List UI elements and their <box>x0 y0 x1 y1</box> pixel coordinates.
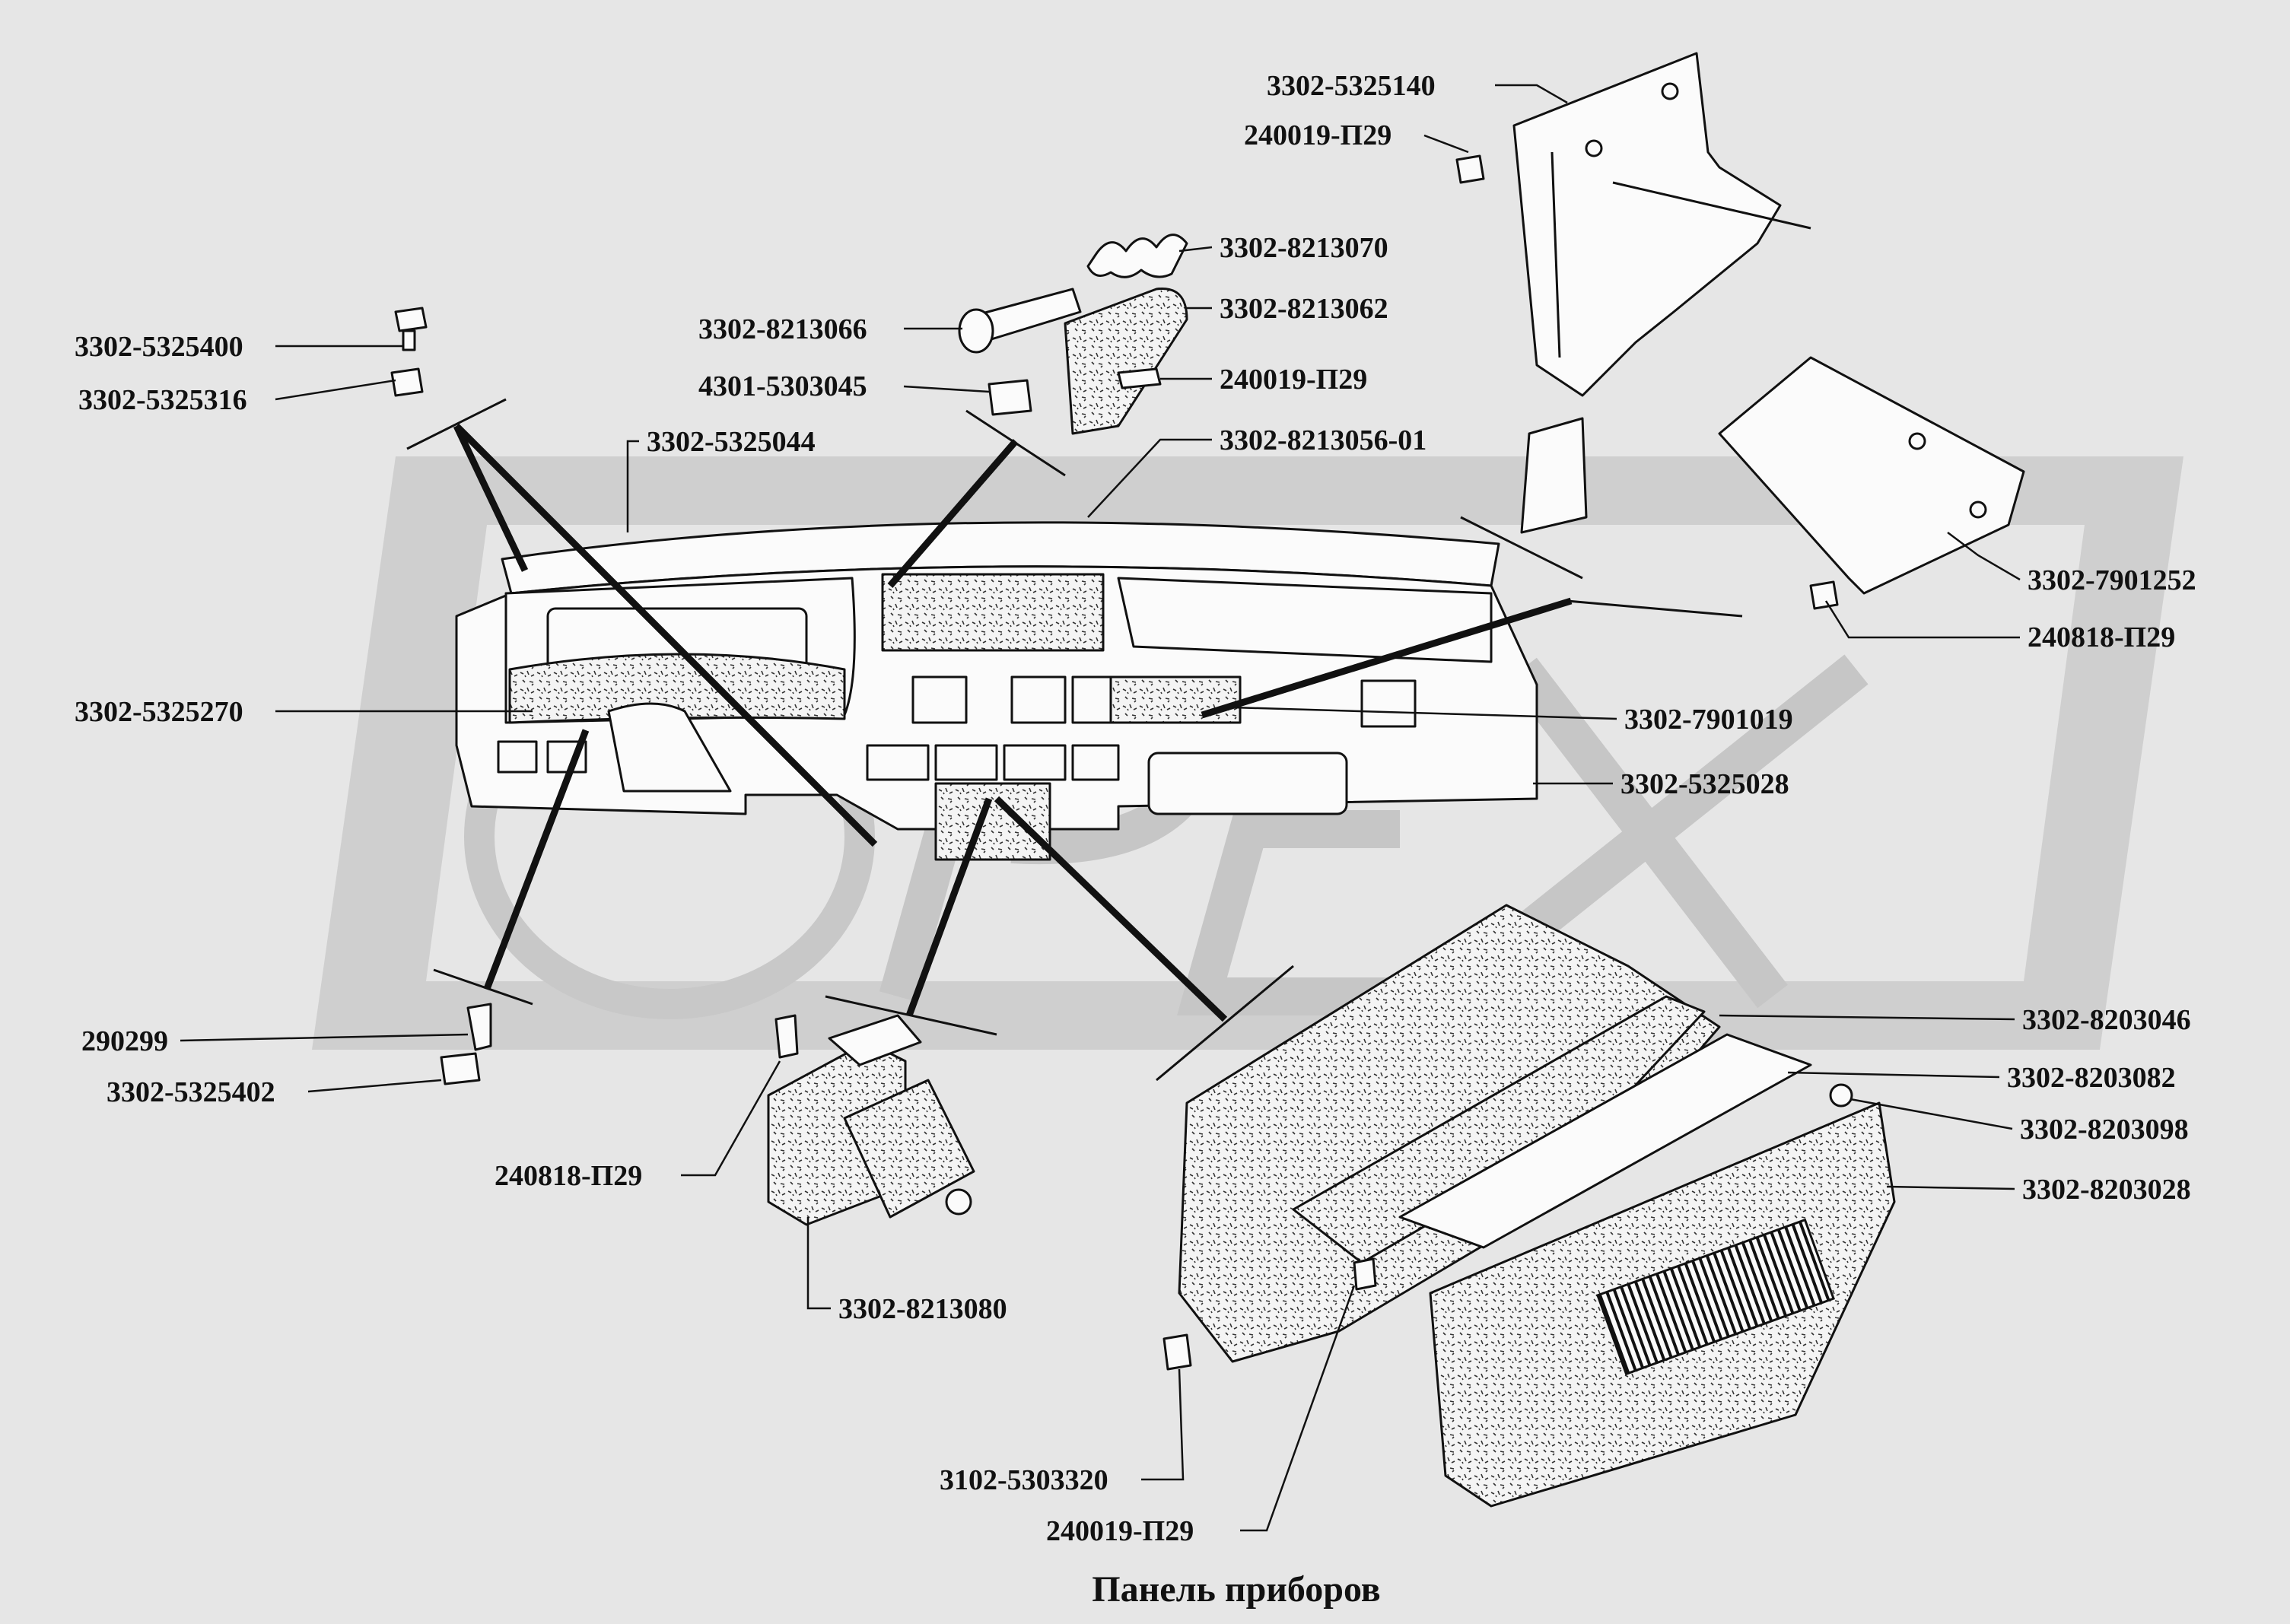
callout-label: 3302-5325028 <box>1620 768 1789 800</box>
lock-3302-8213080 <box>767 1014 975 1226</box>
radio-panel <box>881 573 1105 652</box>
console-pad <box>934 782 1051 861</box>
guide-bold-6 <box>905 797 993 1017</box>
callout-label: 3302-8213070 <box>1220 232 1388 264</box>
lock-top <box>828 1014 922 1066</box>
guide-bold-4 <box>1201 597 1573 719</box>
bracket-assembly <box>1512 52 2025 595</box>
stop-4301-5303045 <box>988 379 1032 416</box>
lock-latch <box>843 1079 975 1219</box>
callout-label: 3302-8213066 <box>698 313 867 345</box>
callout-label: 3102-5303320 <box>940 1464 1108 1496</box>
callout-label: 3302-5325316 <box>78 384 247 416</box>
screw-240818-P29-lock <box>774 1014 799 1059</box>
screw-240019-P29-hinge <box>1117 367 1162 389</box>
bracket-hole-1 <box>1661 82 1679 100</box>
bolt-3302-5325400 <box>394 307 428 351</box>
hardware <box>390 154 1839 1371</box>
console-switch-3 <box>1003 744 1067 781</box>
callout-label: 3302-7901019 <box>1624 704 1793 736</box>
clip-3102-5303320 <box>1162 1333 1192 1371</box>
steering-cutout <box>607 702 732 793</box>
guide-lines <box>406 398 1743 1082</box>
glovebox-grille <box>1596 1218 1835 1376</box>
guide-tick-4 <box>1566 599 1743 618</box>
lower-shelf <box>1147 752 1348 815</box>
hinge-3302-8213062 <box>1064 288 1188 435</box>
glovebox-screw <box>1353 1257 1377 1291</box>
diagram-title: Панель приборов <box>1092 1569 1380 1610</box>
bracket-hole-2 <box>1585 139 1603 157</box>
callout-label: 3302-5325044 <box>647 426 816 458</box>
left-switch-1 <box>497 740 538 774</box>
callout-label: 3302-5325140 <box>1267 70 1436 102</box>
part-labels: 3302-5325140 240019-П29 3302-8213070 330… <box>75 70 2196 1547</box>
guide-tick-1 <box>406 398 507 450</box>
callout-label: 3302-8203046 <box>2022 1004 2191 1036</box>
guide-bold-7 <box>994 796 1228 1022</box>
bracket-3302-5325140 <box>1512 52 1782 397</box>
switch-4 <box>1360 679 1417 728</box>
callout-label: 3302-8213056-01 <box>1220 424 1426 456</box>
guide-bold-2 <box>453 423 878 847</box>
callout-label: 3302-5325400 <box>75 331 243 363</box>
bracket-leg <box>1520 417 1588 534</box>
leader-lines <box>180 84 2021 1532</box>
callout-label: 3302-8203028 <box>2022 1174 2191 1206</box>
callout-label: 3302-7901252 <box>2028 564 2196 596</box>
guide-bold-3 <box>887 439 1019 588</box>
callout-label: 240019-П29 <box>1244 119 1391 151</box>
guide-tick-7 <box>1156 965 1294 1082</box>
callout-label: 240019-П29 <box>1046 1515 1194 1547</box>
console-switch-2 <box>934 744 998 781</box>
glovebox-tray-3302-8203082 <box>1398 1033 1812 1249</box>
bracket-hole-3 <box>1908 432 1926 450</box>
callout-label: 3302-8203098 <box>2020 1114 2189 1146</box>
dashboard-panel <box>455 521 1538 861</box>
bracket-hole-4 <box>1969 501 1987 519</box>
callout-label: 240019-П29 <box>1220 364 1367 396</box>
guide-bold-1 <box>453 424 529 572</box>
glovebox-assembly <box>1178 904 1896 1508</box>
bracket-3302-7901252 <box>1718 356 2025 595</box>
glovebox-opening <box>1117 577 1493 663</box>
console-switch-1 <box>866 744 930 781</box>
clip-3302-5325402 <box>440 1052 481 1085</box>
screw-240019-P29-top <box>1455 154 1485 184</box>
screw-290299 <box>466 1003 492 1051</box>
callout-label: 3302-8213062 <box>1220 293 1388 325</box>
glovebox-bumper-3302-8203098 <box>1829 1083 1853 1108</box>
callout-label: 3302-8203082 <box>2007 1062 2176 1094</box>
callout-label: 240818-П29 <box>495 1160 642 1192</box>
vent-panel <box>1109 675 1242 724</box>
guide-tick-3 <box>1460 516 1583 580</box>
guide-tick-5 <box>433 968 533 1006</box>
lock-key <box>945 1188 972 1216</box>
callout-label: 3302-8213080 <box>838 1293 1007 1325</box>
clip-3302-5325316 <box>390 367 424 397</box>
callout-label: 3302-5325270 <box>75 696 243 728</box>
guide-bold-5 <box>483 729 590 990</box>
glovebox-frame <box>1292 995 1706 1264</box>
switch-1 <box>911 675 968 724</box>
console-switch-4 <box>1071 744 1120 781</box>
bracket-inner-fold <box>1551 151 1811 358</box>
callout-label: 4301-5303045 <box>698 370 867 402</box>
pin-head <box>958 308 994 354</box>
screw-240818-P29-right <box>1809 580 1839 610</box>
spring-3302-8213070 <box>1086 234 1188 278</box>
callout-label: 240818-П29 <box>2028 621 2175 653</box>
callout-label: 3302-5325402 <box>107 1076 275 1108</box>
callout-label: 290299 <box>81 1025 168 1057</box>
switch-2 <box>1010 675 1067 724</box>
